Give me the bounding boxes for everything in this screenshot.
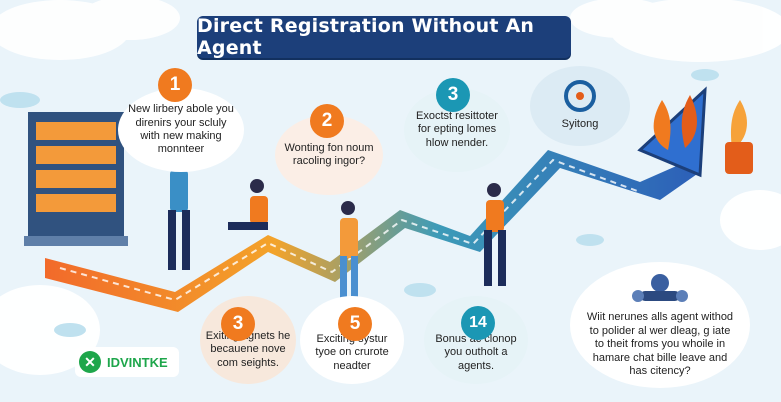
people-illustrations (168, 152, 506, 300)
gear-bubble: Syitong (530, 66, 630, 146)
step-text: Wonting fon noum racoling ingor? (284, 141, 374, 167)
step-number-badge: 2 (310, 104, 344, 138)
final-question-bubble: Wiit nerunes alls agent withod to polide… (570, 262, 750, 388)
step-number-badge: 1 (158, 68, 192, 102)
gear-icon (564, 80, 596, 113)
brand-logo: ✕ IDVINTKE (75, 347, 179, 377)
step-bubble-4: Exiting agnets he becauene nove com seig… (200, 296, 296, 384)
plant-illustration (653, 95, 753, 174)
final-question-text: Wiit nerunes alls agent withod to polide… (586, 311, 734, 378)
building-illustration (24, 112, 128, 246)
step-number-badge: 14 (461, 306, 495, 340)
gear-label: Syitong (561, 118, 599, 131)
step-number-badge: 3 (221, 307, 255, 341)
step-text: New lirbery abole you direnirs your sclu… (128, 103, 234, 156)
page-title: Direct Registration Without An Agent (197, 15, 571, 59)
step-bubble-1: New lirbery abole you direnirs your sclu… (118, 88, 244, 172)
logo-name: IDVINTKE (107, 354, 168, 370)
step-text: Exoctst resittoter for epting lomes hlow… (416, 109, 498, 149)
step-number-badge: 5 (338, 307, 372, 341)
handshake-icon (632, 274, 688, 303)
step-number-badge: 3 (436, 78, 470, 112)
road-path (45, 150, 700, 312)
logo-mark-icon: ✕ (79, 351, 101, 373)
